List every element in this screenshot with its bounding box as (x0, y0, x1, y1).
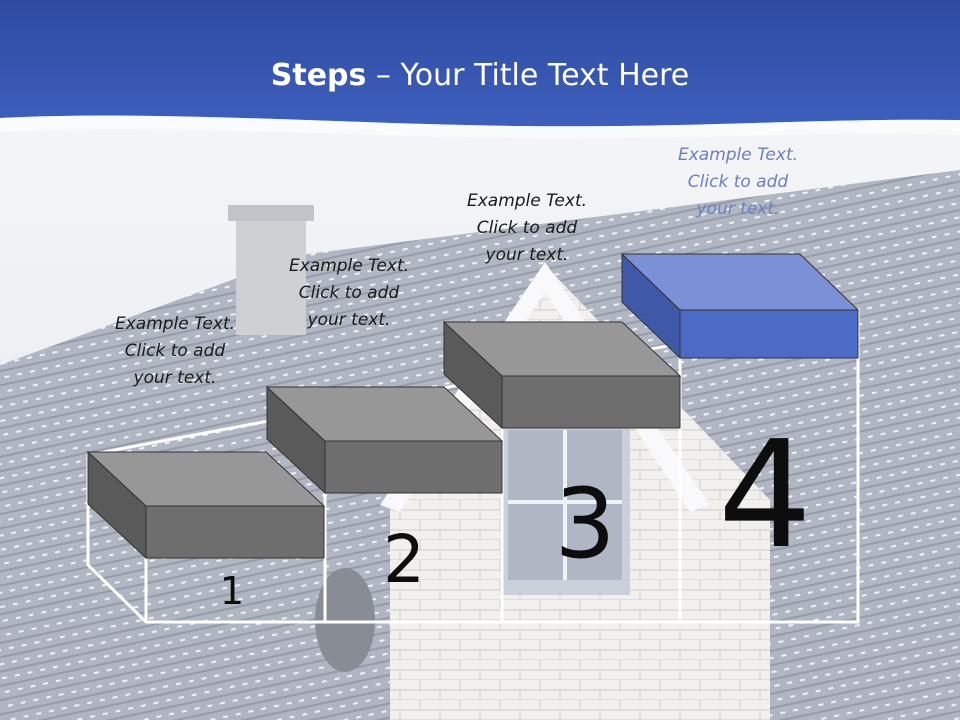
step-2-number: 2 (383, 521, 425, 598)
step-3-caption-line-2: Click to add (476, 218, 578, 238)
title-text: – Your Title Text Here (366, 58, 690, 93)
step-1-caption[interactable]: Example Text. Click to add your text. (85, 311, 265, 392)
steps-chart (86, 252, 860, 622)
step-1-caption-line-3: your text. (133, 368, 217, 388)
title-bold: Steps (270, 58, 367, 93)
step-3-caption[interactable]: Example Text. Click to add your text. (437, 188, 617, 269)
slide-title[interactable]: Steps – Your Title Text Here (0, 56, 960, 96)
step-4-caption[interactable]: Example Text. Click to add your text. (648, 142, 828, 223)
step-4-caption-line-1: Example Text. (677, 145, 799, 165)
step-1-number: 1 (219, 569, 245, 613)
step-4-caption-line-3: your text. (696, 199, 780, 219)
step-2-caption[interactable]: Example Text. Click to add your text. (259, 253, 439, 334)
step-4-caption-line-2: Click to add (687, 172, 789, 192)
step-2-caption-line-3: your text. (307, 310, 391, 330)
step-1-caption-line-1: Example Text. (114, 314, 236, 334)
step-2-caption-line-1: Example Text. (288, 256, 410, 276)
step-4-block (620, 252, 860, 360)
step-1-block (86, 450, 326, 560)
step-4-number: 4 (717, 409, 813, 581)
step-3-caption-line-1: Example Text. (466, 191, 588, 211)
step-2-block (265, 385, 504, 495)
step-1-caption-line-2: Click to add (124, 341, 226, 361)
step-3-caption-line-3: your text. (485, 245, 569, 265)
step-3-number: 3 (554, 468, 616, 580)
step-2-caption-line-2: Click to add (298, 283, 400, 303)
step-3-block (442, 320, 682, 430)
